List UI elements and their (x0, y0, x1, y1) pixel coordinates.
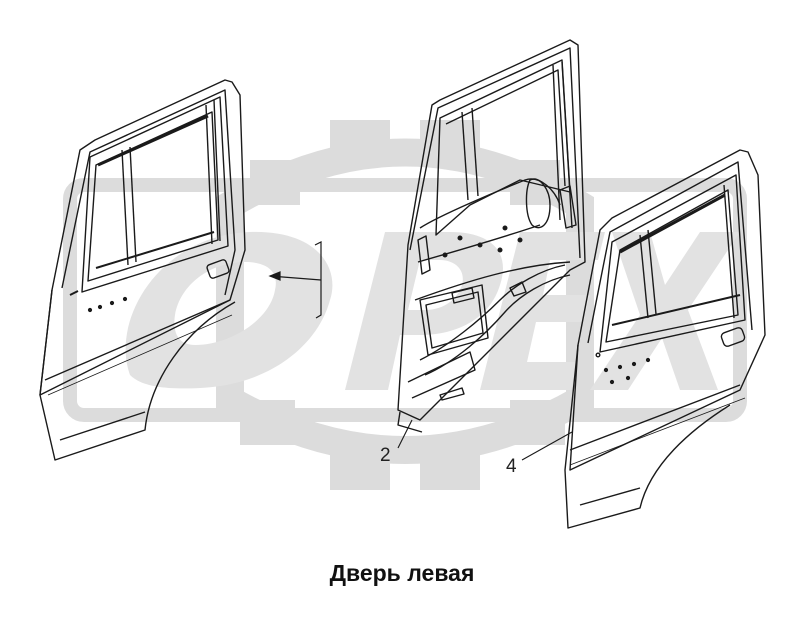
leader-arrow (268, 241, 322, 319)
watermark-letters (125, 231, 740, 390)
callout-label-2: 2 (380, 445, 391, 466)
watermark-logo (63, 120, 747, 490)
callout-label-4: 4 (506, 456, 517, 477)
figure-caption: Дверь левая (329, 560, 475, 586)
watermark-gear (216, 120, 594, 490)
middle-door-inner (397, 39, 586, 433)
left-door-exterior (39, 79, 246, 461)
callout-leaders (397, 419, 573, 461)
leader-line-2 (397, 419, 413, 449)
right-door-exterior (564, 149, 766, 529)
watermark-frame (63, 178, 747, 422)
leader-line-4 (521, 431, 573, 461)
